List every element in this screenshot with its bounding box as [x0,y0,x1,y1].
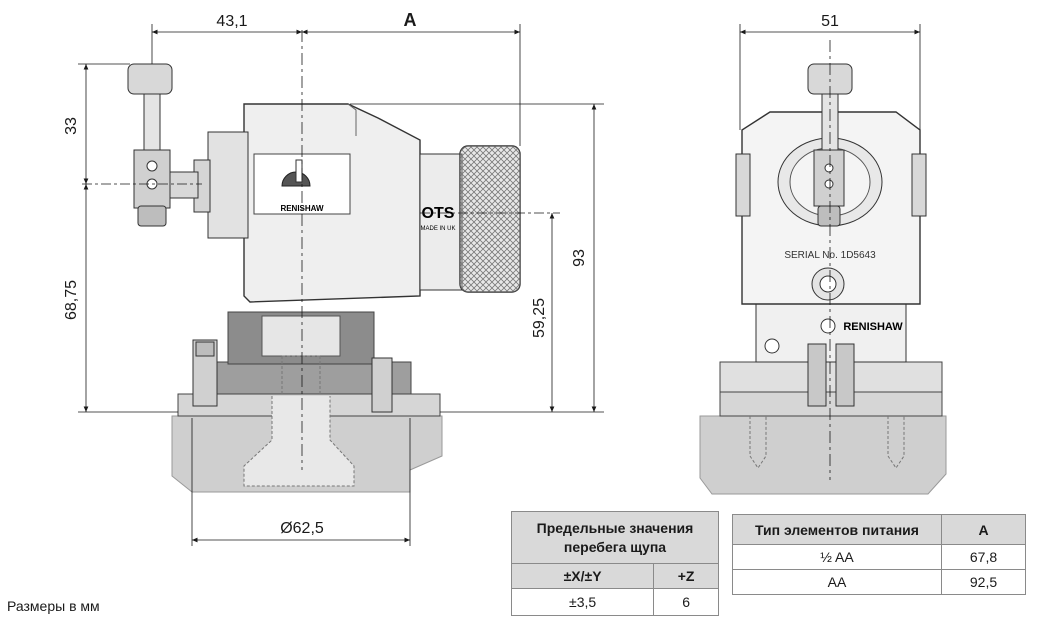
units-note: Размеры в мм [7,598,100,614]
side-view: RENISHAW OTS MADE IN UK 43,1 A [63,10,604,546]
side-handle-knob [127,63,173,95]
dim-33: 33 [63,117,80,135]
made-in-label: MADE IN UK [420,226,455,232]
table-row: AA 92,5 [732,569,1026,595]
front-screw-left [807,343,827,407]
travel-header-xy: ±X/±Y [510,563,655,589]
side-screw-right [371,357,393,413]
table-row: ½ AA 67,8 [732,544,1026,570]
dim-68-75: 68,75 [63,280,80,320]
battery-header-a: A [941,514,1026,545]
probe-travel-table: Предельные значения перебега щупа ±X/±Y … [510,511,719,616]
battery-table: Тип элементов питания A ½ AA 67,8 AA 92,… [732,514,1026,595]
dim-diameter: Ø62,5 [280,520,324,537]
travel-table-title: Предельные значения перебега щупа [511,511,719,564]
travel-header-z: +Z [653,563,719,589]
travel-value-z: 6 [653,588,719,616]
model-label: OTS [422,205,455,222]
battery-a-cell: 67,8 [941,544,1026,570]
battery-type-cell: AA [732,569,942,595]
side-battery-cap [459,145,521,293]
front-ground [699,415,947,495]
front-screw-right [835,343,855,407]
battery-header-type: Тип элементов питания [732,514,942,545]
dim-a: A [404,10,417,30]
dim-43-1: 43,1 [216,13,247,30]
battery-type-cell: ½ AA [732,544,942,570]
front-base-plate [719,391,943,417]
dim-93: 93 [571,249,588,267]
dim-59-25: 59,25 [531,298,548,338]
front-view: RENISHAW SERIAL No. 1D5643 51 [699,13,947,495]
front-brand-label: RENISHAW [843,321,903,333]
battery-a-cell: 92,5 [941,569,1026,595]
dim-51: 51 [821,13,839,30]
travel-value-xy: ±3,5 [510,588,655,616]
